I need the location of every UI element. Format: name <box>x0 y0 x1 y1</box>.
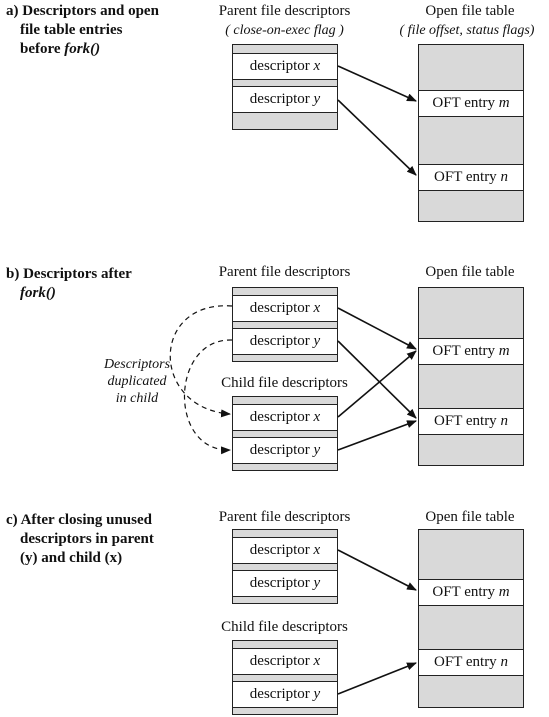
arrow-b-child-y-to-n <box>337 420 417 451</box>
section-b-child-descriptor-y: descriptor y <box>233 437 337 464</box>
section-a-oft-subtitle: ( file offset, status flags) <box>399 23 535 38</box>
dup-label-line3: in child <box>115 391 159 406</box>
section-c-open-file-table: OFT entry m OFT entry n <box>418 529 524 708</box>
section-b-parent-descriptor-x: descriptor x <box>233 295 337 322</box>
section-c-title: c) After closing unused descriptors in p… <box>6 511 154 568</box>
section-b-oft-entry-n: OFT entry n <box>419 408 523 435</box>
section-c-title-line3: (y) and child (x) <box>20 550 123 566</box>
section-c-parent-title: Parent file descriptors <box>218 509 351 525</box>
section-a-parent-subtitle: ( close-on-exec flag ) <box>225 23 344 38</box>
section-b-child-title: Child file descriptors <box>221 375 348 391</box>
section-b-oft-entry-m: OFT entry m <box>419 338 523 365</box>
arrow-a-x-to-m <box>337 65 417 102</box>
dup-label-line2: duplicated <box>107 374 167 389</box>
arrow-b-parent-x-to-m <box>337 307 417 350</box>
section-c-child-fd-table: descriptor x descriptor y <box>232 640 338 715</box>
section-a-parent-title: Parent file descriptors <box>218 3 351 19</box>
section-c-title-line2: descriptors in parent <box>20 531 154 547</box>
dashed-dup-arrow-x <box>169 305 233 418</box>
section-c-oft-title: Open file table <box>425 509 515 525</box>
fork-call-label: fork() <box>64 41 101 57</box>
section-a-title-line2: file table entries <box>20 22 123 38</box>
section-b-open-file-table: OFT entry m OFT entry n <box>418 287 524 466</box>
section-c-child-descriptor-y: descriptor y <box>233 681 337 708</box>
dashed-dup-arrow-y <box>183 339 233 455</box>
section-b-parent-title: Parent file descriptors <box>218 264 351 280</box>
section-b-child-descriptor-x: descriptor x <box>233 404 337 431</box>
section-c-parent-fd-table: descriptor x descriptor y <box>232 529 338 604</box>
section-c-title-line1: c) After closing unused <box>6 512 152 528</box>
section-a-parent-descriptor-x: descriptor x <box>233 53 337 80</box>
section-b-title-line1: b) Descriptors after <box>6 266 132 282</box>
section-a-title: a) Descriptors and open file table entri… <box>6 2 159 59</box>
section-c-child-descriptor-x: descriptor x <box>233 648 337 675</box>
section-b-child-fd-table: descriptor x descriptor y <box>232 396 338 471</box>
section-b-parent-fd-table: descriptor x descriptor y <box>232 287 338 362</box>
section-b-parent-descriptor-y: descriptor y <box>233 328 337 355</box>
arrow-c-parent-x-to-m <box>337 549 417 591</box>
section-a-title-line1: a) Descriptors and open <box>6 3 159 19</box>
section-c-child-title: Child file descriptors <box>221 619 348 635</box>
section-a-parent-descriptor-y: descriptor y <box>233 86 337 113</box>
section-c-parent-descriptor-x: descriptor x <box>233 537 337 564</box>
section-c-parent-descriptor-y: descriptor y <box>233 570 337 597</box>
section-a-parent-fd-table: descriptor x descriptor y <box>232 44 338 130</box>
arrow-b-child-x-to-m <box>337 350 417 418</box>
section-b-title: b) Descriptors after fork() <box>6 265 132 303</box>
duplicated-in-child-label: Descriptors duplicated in child <box>92 356 182 407</box>
dup-label-line1: Descriptors <box>103 357 171 372</box>
section-c-oft-entry-n: OFT entry n <box>419 649 523 676</box>
section-b-title-line2: fork() <box>20 285 56 301</box>
section-a-open-file-table: OFT entry m OFT entry n <box>418 44 524 222</box>
section-a-title-line3: before fork() <box>20 41 101 57</box>
section-b-oft-title: Open file table <box>425 264 515 280</box>
section-a-oft-entry-m: OFT entry m <box>419 90 523 117</box>
arrow-c-child-y-to-n <box>337 662 417 695</box>
section-a-oft-title: Open file table <box>425 3 515 19</box>
arrow-a-y-to-n <box>337 99 417 176</box>
arrow-b-parent-y-to-n <box>337 340 417 419</box>
section-a-oft-entry-n: OFT entry n <box>419 164 523 191</box>
section-c-oft-entry-m: OFT entry m <box>419 579 523 606</box>
